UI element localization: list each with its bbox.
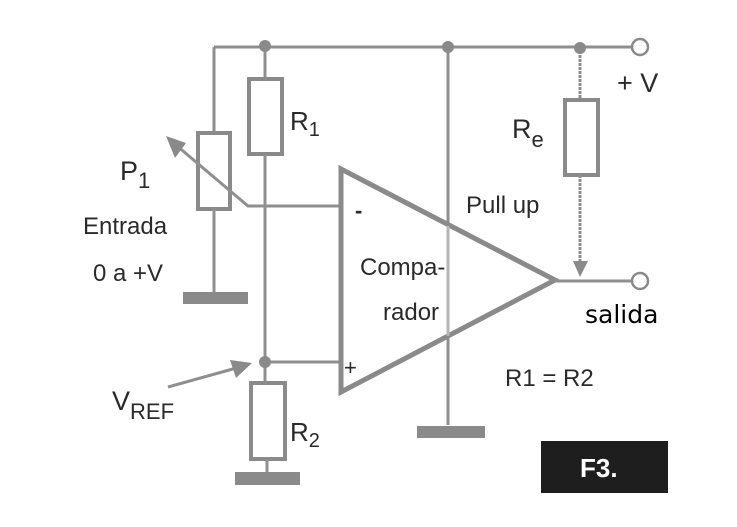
- input-label: Entrada: [83, 213, 168, 240]
- ground-symbol-r2: [235, 472, 300, 485]
- minus-input-label: -: [355, 198, 362, 223]
- supply-terminal: [630, 37, 650, 57]
- resistor-r1: [247, 77, 284, 156]
- junction-node-re: [574, 42, 586, 54]
- re-label: Re: [512, 114, 544, 152]
- p1-wiper-line: [169, 138, 340, 208]
- junction-node-r1: [259, 40, 271, 52]
- supply-label: + V: [617, 68, 658, 98]
- equation-label: R1 = R2: [505, 365, 594, 392]
- vref-label: VREF: [112, 386, 174, 424]
- output-terminal: [630, 271, 650, 291]
- r2-label: R2: [290, 417, 320, 452]
- plus-input-label: +: [344, 355, 357, 380]
- input-range-label: 0 a +V: [93, 260, 163, 287]
- pullup-arrow-icon: [573, 261, 588, 277]
- resistor-r2: [249, 381, 287, 461]
- resistor-re: [563, 98, 600, 177]
- comparator-label-line2: rador: [383, 299, 439, 326]
- junction-node-comparator: [442, 41, 454, 53]
- r1-label: R1: [290, 106, 320, 141]
- junction-node-vref: [259, 356, 271, 368]
- potentiometer-p1: [196, 131, 232, 211]
- comparator-label-line1: Compa-: [360, 254, 445, 281]
- p1-wiper-arrow-icon: [166, 136, 186, 158]
- pullup-label: Pull up: [466, 192, 539, 219]
- vref-arrow-icon: [230, 360, 252, 378]
- figure-label: F3.: [580, 453, 618, 483]
- p1-label: P1: [120, 156, 150, 193]
- figure-badge: [541, 441, 668, 493]
- vref-arrow-line: [167, 365, 241, 389]
- ground-symbol-comparator: [417, 426, 485, 438]
- ground-symbol-p1: [183, 292, 248, 304]
- output-label: salida: [585, 300, 658, 329]
